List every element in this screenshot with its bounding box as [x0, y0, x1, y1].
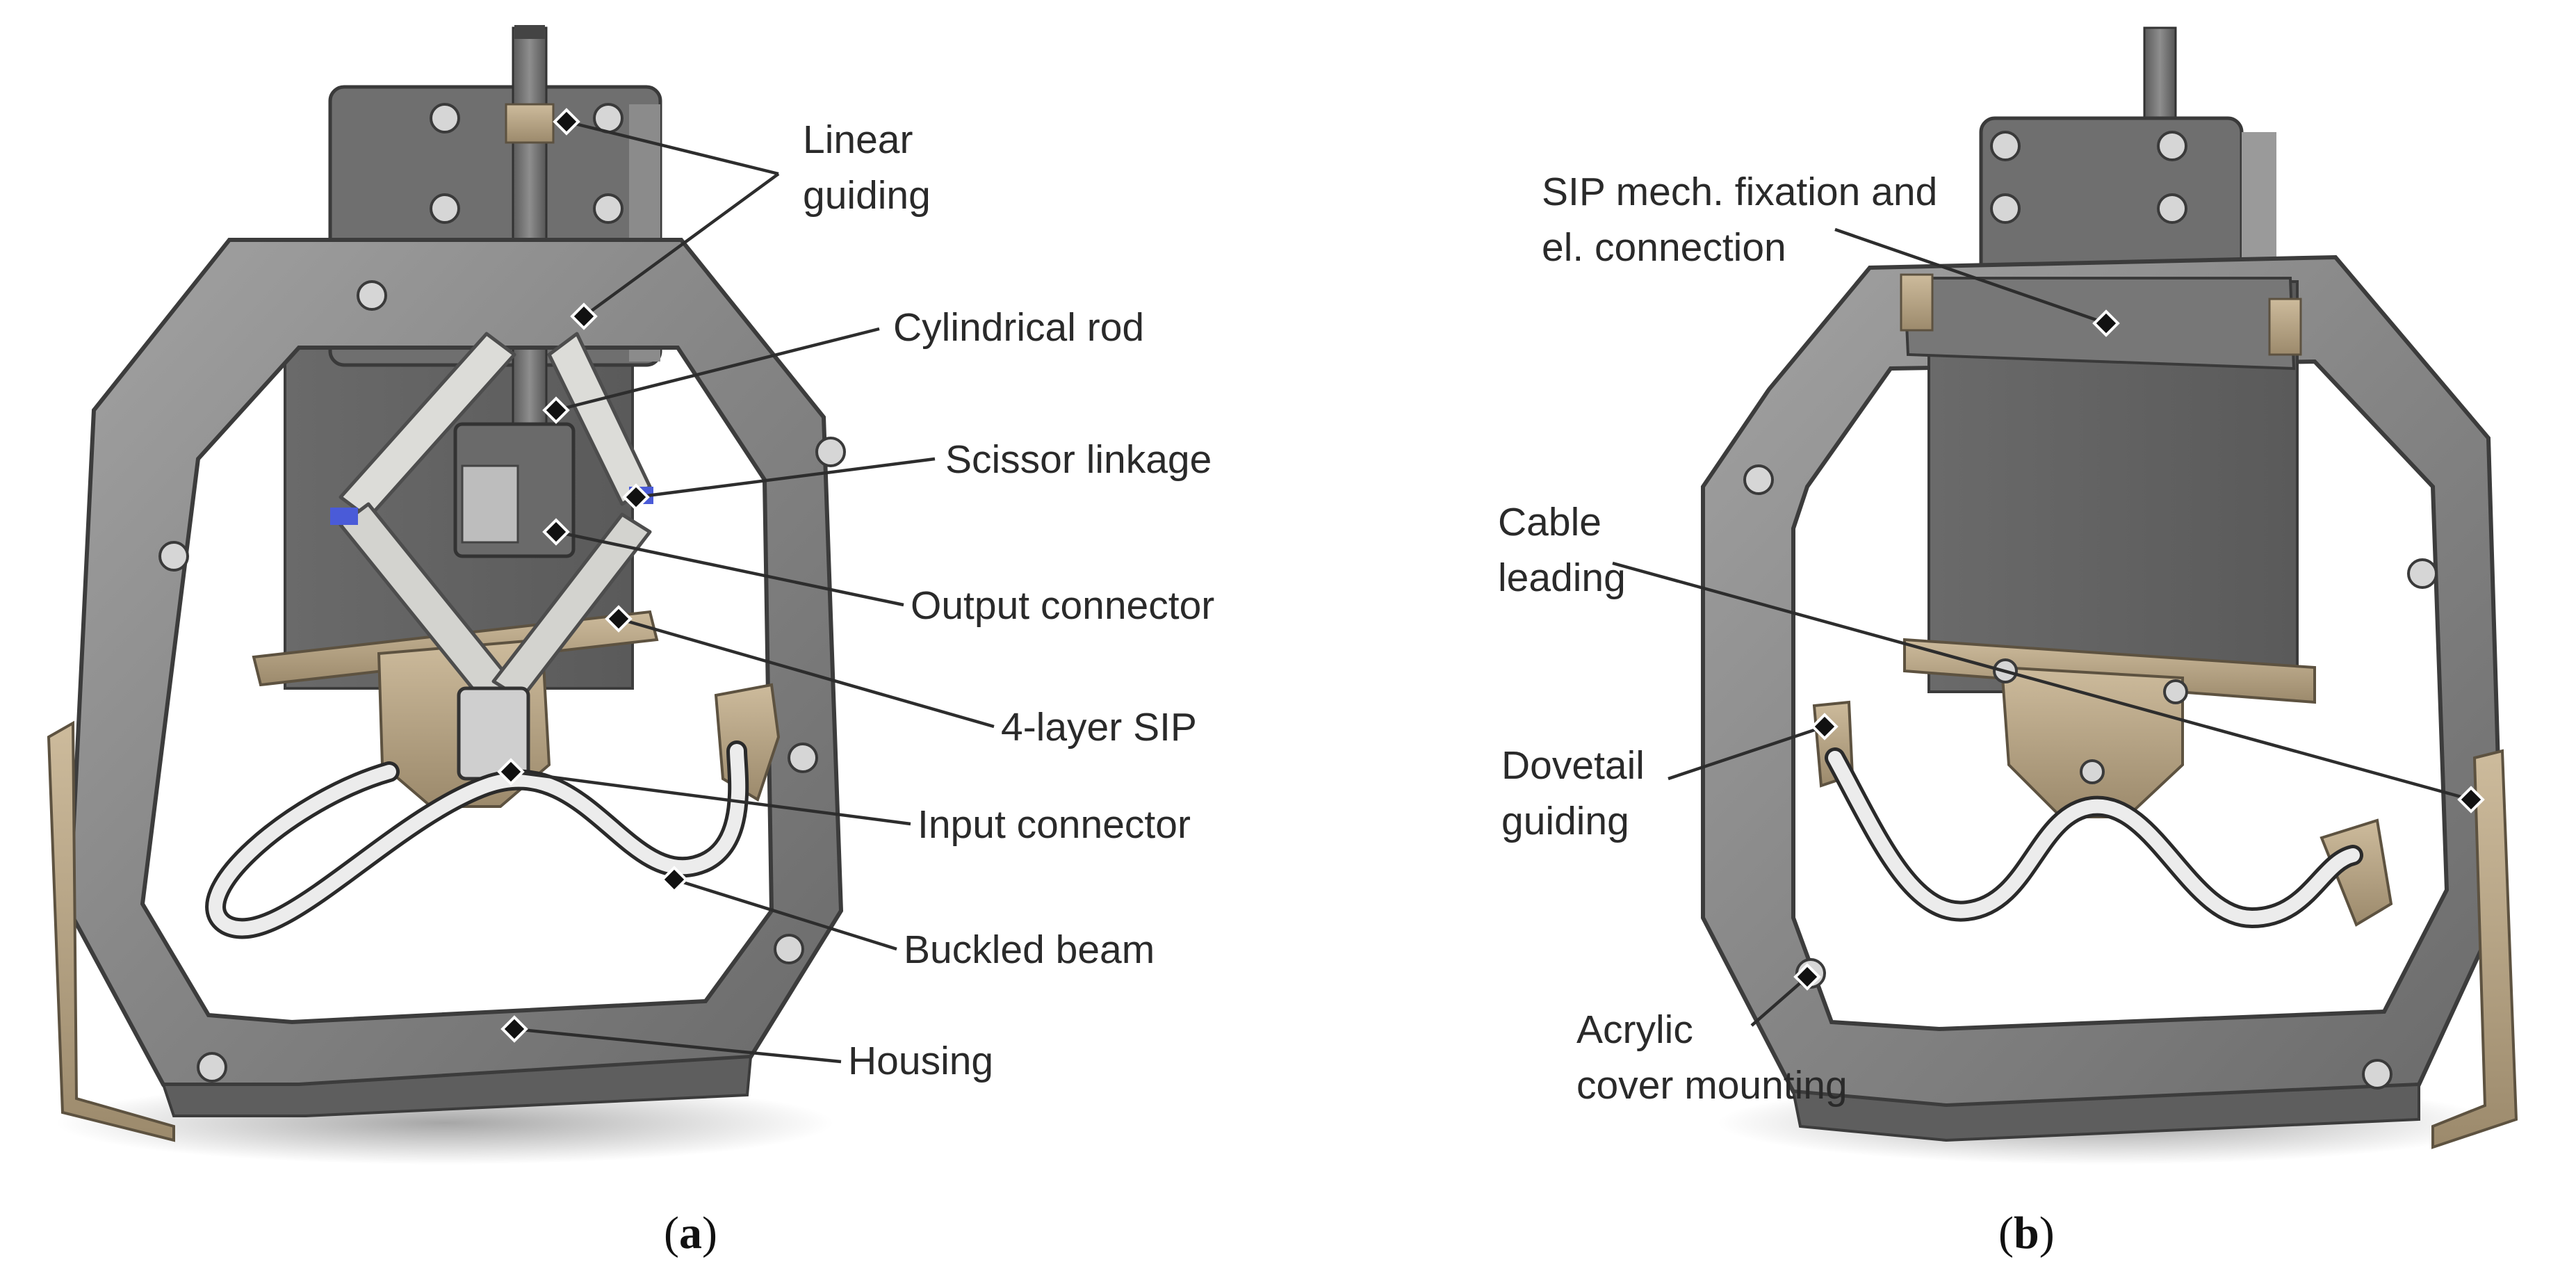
screw	[1743, 464, 1774, 495]
fixation-bronze-right	[2268, 298, 2302, 356]
label-scissor-linkage: Scissor linkage	[945, 437, 1212, 482]
label-cylindrical-rod: Cylindrical rod	[893, 305, 1144, 350]
caption-letter: b	[2014, 1208, 2039, 1258]
caption-a: (a)	[664, 1208, 717, 1258]
side-bracket-left	[47, 720, 175, 1142]
panel-b: SIP mech. fixation and el. connection Ca…	[1498, 26, 2518, 1258]
screw	[158, 541, 189, 572]
sip-shelf	[1903, 638, 2316, 704]
label-output-connector: Output connector	[911, 583, 1214, 628]
leader-4layer-sip	[618, 617, 995, 729]
label-sip-fixation-2: el. connection	[1542, 225, 1786, 270]
label-cable-leading-1: Cable	[1498, 500, 1601, 544]
leader-acrylic-cover	[1750, 975, 1809, 1027]
buckled-beam-face	[209, 744, 746, 936]
label-acrylic-cover-2: cover mounting	[1576, 1063, 1848, 1108]
label-housing: Housing	[848, 1039, 993, 1083]
label-buckled-beam: Buckled beam	[904, 927, 1155, 972]
leader-tip	[497, 758, 525, 786]
leader-buckled-beam	[674, 877, 897, 951]
screw	[2157, 131, 2187, 161]
screw	[1990, 131, 2021, 161]
screws-b	[1743, 131, 2438, 1089]
screw	[774, 934, 804, 964]
screw	[2163, 679, 2188, 704]
guide-bushing-upper	[505, 103, 555, 144]
input-mount	[2000, 665, 2184, 818]
screw	[430, 193, 460, 224]
leader-linear-guiding-1	[566, 120, 779, 176]
dovetail-right	[2320, 818, 2393, 927]
screw	[593, 193, 623, 224]
caption-open: (	[1998, 1208, 2014, 1258]
leader-tip	[553, 108, 580, 136]
housing-bottom-edge	[161, 1055, 753, 1117]
leaders-b	[1612, 227, 2485, 1027]
leader-tip	[542, 518, 570, 546]
side-bracket-right	[2431, 749, 2518, 1149]
label-input-connector: Input connector	[918, 802, 1191, 847]
screw	[430, 103, 460, 133]
caption-close: )	[2039, 1208, 2055, 1258]
leader-dovetail-guiding	[1668, 724, 1825, 781]
screw	[2157, 193, 2187, 224]
label-linear-guiding-1: Linear	[803, 118, 913, 162]
label-dovetail-guiding-2: guiding	[1501, 799, 1629, 843]
leader-sip-fixation	[1834, 227, 2107, 325]
label-sip-fixation-1: SIP mech. fixation and	[1542, 170, 1937, 214]
leader-input-connector	[510, 770, 911, 826]
label-linear-guiding-2: guiding	[803, 173, 931, 218]
screw	[815, 437, 846, 467]
screw	[2080, 759, 2105, 784]
caption-open: (	[664, 1208, 679, 1258]
leader-tip	[2457, 786, 2485, 813]
leaders-a	[497, 108, 995, 1064]
joint-left	[330, 508, 358, 525]
leader-tip	[660, 866, 688, 893]
fixation-bronze-left	[1900, 273, 1934, 332]
leader-tip	[1793, 963, 1821, 991]
panel-a: Linear guiding Cylindrical rod Scissor l…	[47, 25, 1214, 1258]
screw	[2362, 1059, 2392, 1089]
screw	[1990, 193, 2021, 224]
leader-tip	[605, 605, 633, 633]
leader-cable-leading	[1612, 561, 2472, 802]
scissor-linkage	[330, 332, 653, 708]
leader-scissor-linkage	[635, 457, 936, 499]
leader-tip	[542, 396, 570, 424]
leader-tip	[500, 1015, 528, 1043]
leader-tip	[1811, 713, 1839, 740]
leader-tip	[622, 483, 650, 511]
caption-close: )	[702, 1208, 717, 1258]
rod-cap	[514, 25, 545, 39]
label-cable-leading-2: leading	[1498, 556, 1626, 600]
leader-output-connector	[555, 530, 904, 607]
label-dovetail-guiding-1: Dovetail	[1501, 743, 1645, 788]
caption-letter: a	[679, 1208, 702, 1258]
screw	[2407, 558, 2438, 589]
leader-tip	[2092, 309, 2120, 337]
leader-cylindrical-rod	[555, 327, 880, 412]
buckled-beam-face	[1828, 751, 2360, 925]
label-4layer-sip: 4-layer SIP	[1001, 705, 1197, 750]
leader-linear-guiding-2	[582, 172, 780, 318]
leader-housing	[514, 1027, 842, 1064]
housing-bottom-edge	[1791, 1083, 2420, 1142]
screw	[197, 1052, 227, 1083]
caption-b: (b)	[1998, 1208, 2055, 1258]
label-acrylic-cover-1: Acrylic	[1576, 1007, 1693, 1052]
screws-a	[158, 103, 846, 1083]
screw	[357, 280, 387, 311]
screw	[788, 743, 818, 773]
leader-tip	[570, 302, 598, 330]
output-connector-front	[461, 464, 519, 544]
